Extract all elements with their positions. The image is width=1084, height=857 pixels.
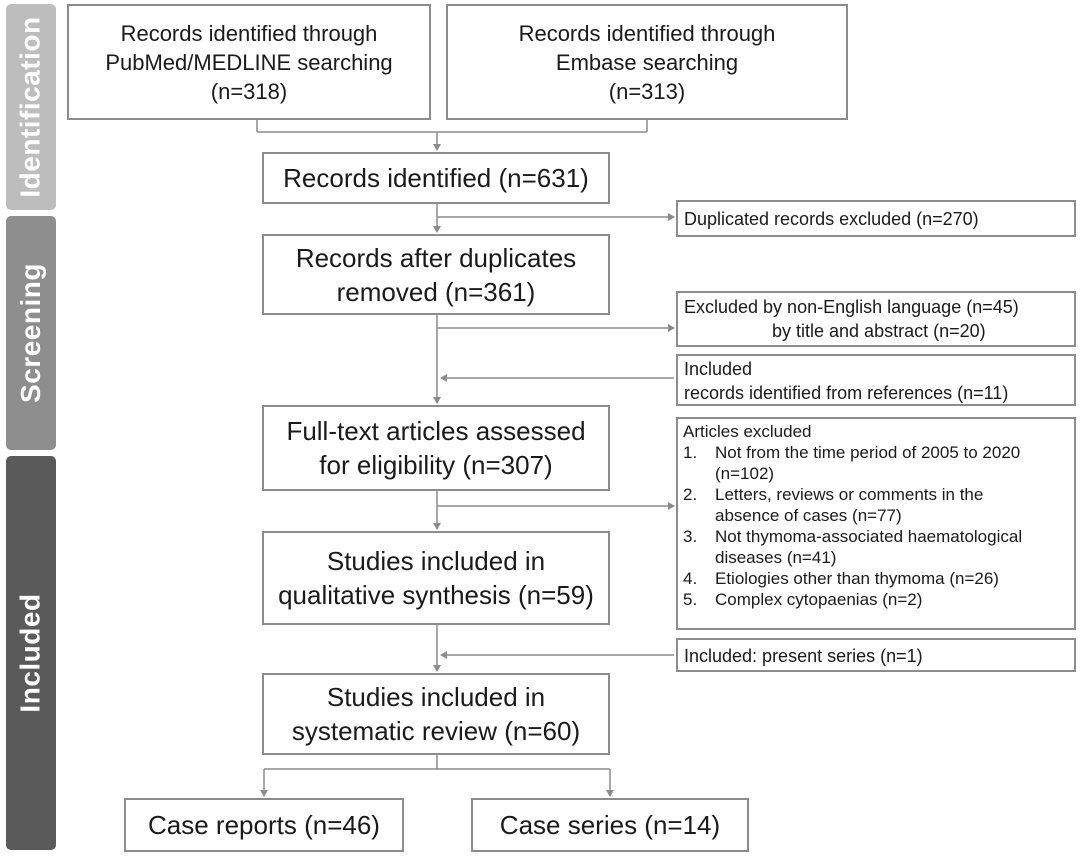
exclusion-item-2-line-2: absence of cases (n=77) [715, 506, 902, 525]
box-fulltext-line-1: Full-text articles assessed [286, 416, 586, 446]
side-present-series-line-1: Included: present series (n=1) [684, 646, 923, 666]
box-systematic-review: Studies included in systematic review (n… [262, 673, 610, 755]
box-after-duplicates: Records after duplicates removed (n=361) [262, 234, 610, 315]
box-case-series: Case series (n=14) [471, 798, 749, 852]
side-included-refs-line-1: Included [684, 359, 753, 379]
box-after-duplicates-line-1: Records after duplicates [295, 242, 577, 273]
side-box-articles-excluded: Articles excluded 1. Not from the time p… [676, 417, 1076, 630]
side-box-included-references: Included records identified from referen… [676, 354, 1076, 406]
exclusion-item-4: 4. Etiologies other than thymoma (n=26) [683, 568, 1074, 589]
box-systematic-line-1: Studies included in [326, 682, 546, 712]
side-included-refs-line-2: records identified from references (n=11… [684, 383, 1009, 403]
exclusion-item-3-line-2: diseases (n=41) [715, 548, 837, 567]
side-excluded-language-line-2: by title and abstract (n=20) [772, 321, 986, 341]
exclusion-item-1-line-1: Not from the time period of 2005 to 2020 [715, 443, 1021, 462]
exclusion-item-3: 3. Not thymoma-associated haematological [683, 526, 1074, 547]
box-pubmed-line-1: Records identified through [120, 20, 378, 46]
box-pubmed-line-2: PubMed/MEDLINE searching [105, 49, 393, 75]
side-duplicates-line-1: Duplicated records excluded (n=270) [684, 209, 979, 229]
exclusion-item-2-num: 2. [683, 485, 698, 504]
side-box-present-series: Included: present series (n=1) [676, 638, 1076, 672]
exclusion-item-1: 1. Not from the time period of 2005 to 2… [683, 442, 1074, 463]
box-embase-records: Records identified through Embase search… [446, 4, 848, 120]
box-qualitative-line-1: Studies included in [326, 546, 546, 576]
box-case-series-line-1: Case series (n=14) [499, 810, 721, 840]
box-qualitative-line-2: qualitative synthesis (n=59) [278, 580, 594, 610]
box-embase-line-3: (n=313) [608, 78, 686, 104]
exclusion-item-2-line-1: Letters, reviews or comments in the [715, 485, 984, 504]
box-fulltext-assessed: Full-text articles assessed for eligibil… [262, 405, 610, 491]
box-systematic-line-2: systematic review (n=60) [291, 716, 581, 746]
exclusion-item-5-line-1: Complex cytopaenias (n=2) [715, 590, 923, 609]
box-pubmed-records: Records identified through PubMed/MEDLIN… [67, 4, 431, 120]
box-records-identified: Records identified (n=631) [262, 152, 610, 204]
box-qualitative-synthesis: Studies included in qualitative synthesi… [262, 531, 610, 625]
box-pubmed-line-3: (n=318) [210, 78, 288, 104]
exclusion-item-5: 5. Complex cytopaenias (n=2) [683, 589, 1074, 610]
box-embase-line-1: Records identified through [518, 20, 776, 46]
box-identified-line-1: Records identified (n=631) [283, 163, 589, 193]
phase-bar-identification: Identification [6, 4, 56, 210]
exclusion-item-2: 2. Letters, reviews or comments in the [683, 484, 1074, 505]
exclusion-item-1-line-2: (n=102) [715, 464, 775, 483]
box-embase-line-2: Embase searching [555, 49, 739, 75]
articles-excluded-title: Articles excluded [683, 422, 812, 441]
exclusion-item-4-line-1: Etiologies other than thymoma (n=26) [715, 569, 999, 588]
phase-bar-included: Included [6, 456, 56, 850]
box-case-reports: Case reports (n=46) [124, 798, 404, 852]
exclusion-item-3-line-1: Not thymoma-associated haematological [715, 527, 1023, 546]
phase-bar-screening: Screening [6, 216, 56, 450]
exclusion-item-5-num: 5. [683, 590, 698, 609]
side-box-duplicates-excluded: Duplicated records excluded (n=270) [676, 200, 1076, 237]
box-case-reports-line-1: Case reports (n=46) [148, 810, 380, 840]
exclusion-item-4-num: 4. [683, 569, 698, 588]
box-fulltext-line-2: for eligibility (n=307) [319, 450, 553, 480]
side-box-excluded-language: Excluded by non-English language (n=45) … [676, 291, 1076, 347]
exclusion-item-3-num: 3. [683, 527, 698, 546]
side-excluded-language-line-1: Excluded by non-English language (n=45) [684, 297, 1019, 317]
exclusion-item-1-num: 1. [683, 443, 698, 462]
box-after-duplicates-line-2: removed (n=361) [336, 276, 536, 307]
